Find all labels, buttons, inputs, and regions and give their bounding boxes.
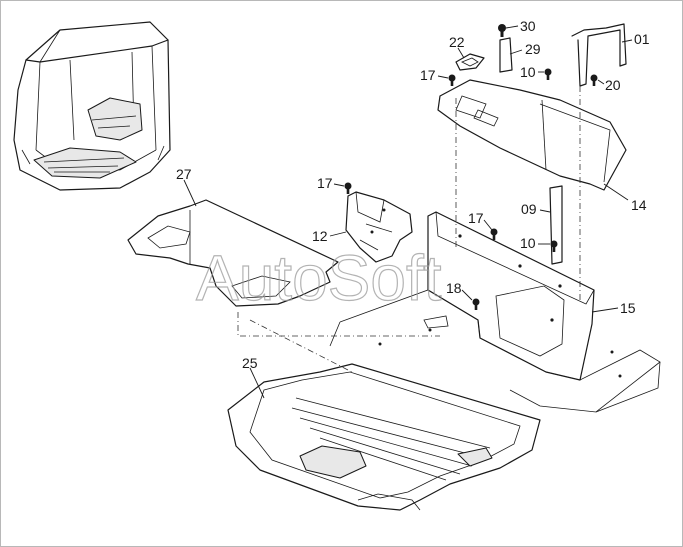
part-25-floor-tray	[227, 363, 541, 511]
callout-17-mid: 17	[317, 175, 333, 191]
part-14-plate	[437, 79, 627, 191]
part-12-panel	[345, 191, 413, 263]
part-29-bracket	[499, 37, 513, 73]
bolt-30	[498, 24, 506, 37]
callout-01: 01	[634, 31, 650, 47]
callout-15: 15	[620, 300, 636, 316]
leader-lines	[183, 25, 633, 399]
part-27-floor-mat	[127, 199, 339, 307]
part-15-wall	[427, 211, 595, 381]
callout-30: 30	[520, 18, 536, 34]
callout-17-low: 17	[468, 210, 484, 226]
bolt-10-low	[550, 240, 558, 252]
cab-thumbnail	[13, 21, 171, 191]
part-01-bracket	[571, 23, 627, 87]
bolt-17-mid	[344, 182, 352, 194]
bolt-18	[472, 298, 480, 310]
watermark-logo: AutoSoft	[196, 242, 442, 314]
bolt-17-low	[490, 228, 498, 240]
callout-labels: 30 22 29 01 17 10 20 27 17 14 09 17 12 1…	[176, 18, 650, 371]
callout-27: 27	[176, 166, 192, 182]
callout-10-top: 10	[520, 64, 536, 80]
part-22-cap	[455, 53, 485, 71]
callout-18: 18	[446, 280, 462, 296]
alignment-lines	[237, 86, 581, 373]
callout-22: 22	[449, 34, 465, 50]
bolts	[344, 24, 598, 310]
callout-17-top: 17	[420, 67, 436, 83]
bolt-17-top	[448, 74, 456, 86]
callout-20: 20	[605, 77, 621, 93]
part-09-strap	[549, 185, 563, 265]
bolt-20	[590, 74, 598, 86]
bolt-10-top	[544, 68, 552, 80]
callout-29: 29	[525, 41, 541, 57]
callout-10-low: 10	[520, 235, 536, 251]
callout-12: 12	[312, 228, 328, 244]
callout-14: 14	[631, 197, 647, 213]
callout-25: 25	[242, 355, 258, 371]
floor-base-plate	[329, 289, 661, 413]
callout-09: 09	[521, 201, 537, 217]
